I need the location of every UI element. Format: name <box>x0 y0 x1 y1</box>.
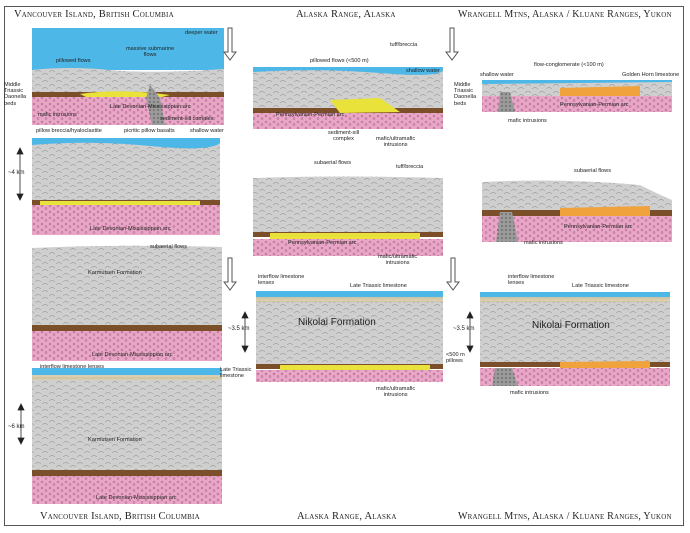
label-thickness-4km: ~4 km <box>8 170 25 176</box>
header-wrangell-top: Wrangell Mtns, Alaska / Kluane Ranges, Y… <box>458 9 672 20</box>
label-thickness-3-5km-wr: ~3.5 km <box>453 326 475 332</box>
progression-arrows <box>223 27 460 291</box>
label-mafic-intrusions-wr1: mafic intrusions <box>508 118 547 124</box>
alaska-panel-2 <box>253 176 443 256</box>
label-vi-arc-3: Late Devonian-Mississippian arc <box>92 352 173 358</box>
label-vi-arc-2: Late Devonian-Mississippian arc <box>90 226 171 232</box>
label-golden-horn: Golden Horn limestone <box>622 72 680 78</box>
vancouver-panel-3 <box>32 245 222 361</box>
label-pillowed-flows: pillowed flows <box>56 58 91 64</box>
label-picritic: picritic pillow basalts <box>124 128 175 134</box>
label-subaerial-flows-wr: subaerial flows <box>574 168 611 174</box>
label-mafic-intrusions-wr3: mafic intrusions <box>510 390 549 396</box>
label-late-triassic-vi: Late Triassic limestone <box>220 367 252 380</box>
label-shallow-water-ak: shallow water <box>406 68 440 74</box>
label-shallow-water-wr: shallow water <box>480 72 514 78</box>
figure-frame <box>4 6 684 526</box>
label-karmutsen-1: Karmutsen Formation <box>88 270 142 276</box>
wrangell-panel-3 <box>480 292 670 386</box>
label-vi-arc-4: Late Devonian-Mississippian arc <box>96 495 177 501</box>
label-subaerial-flows-vi: subaerial flows <box>150 244 187 250</box>
label-massive-submarine-flows: massive submarine flows <box>126 46 175 59</box>
label-late-triassic-ak: Late Triassic limestone <box>350 283 407 289</box>
wrangell-panel-1 <box>482 80 672 112</box>
header-alaska-bottom: Alaska Range, Alaska <box>297 511 397 522</box>
label-mafic-ultramafic-ak1: mafic/ultramafic intrusions <box>376 136 416 149</box>
header-wrangell-bottom: Wrangell Mtns, Alaska / Kluane Ranges, Y… <box>458 511 672 522</box>
header-alaska-top: Alaska Range, Alaska <box>296 9 396 20</box>
label-pillows-ak: <500 m pillows <box>446 352 465 365</box>
label-mafic-intrusions-wr2: mafic intrusions <box>524 240 563 246</box>
alaska-panel-1 <box>253 67 443 129</box>
label-interflow-limestone-vi: interflow limestone lenses <box>40 364 105 370</box>
vancouver-panel-1 <box>32 28 224 125</box>
wrangell-panel-2 <box>482 180 672 242</box>
vancouver-panel-4 <box>32 368 222 504</box>
label-tuff-breccia-ak1: tuff/breccia <box>390 42 418 48</box>
label-mafic-ultramafic-ak2: mafic/ultramafic intrusions <box>378 254 418 267</box>
label-deeper-water: deeper water <box>185 30 218 36</box>
label-pillow-breccia: pillow breccia/hyaloclastite <box>36 128 102 134</box>
label-tuff-breccia-ak2: tuff/breccia <box>396 164 424 170</box>
label-sediment-sill-ak: sediment-sill complex <box>328 130 360 143</box>
label-interflow-limestone-ak: interflow limestone lenses <box>258 274 305 287</box>
header-vancouver-bottom: Vancouver Island, British Columbia <box>40 511 200 522</box>
label-vi-arc-1: Late Devonian-Mississippian arc <box>110 104 191 110</box>
label-wr-arc-1: Pennsylvanian-Permian arc <box>560 102 629 108</box>
label-flow-conglomerate: flow-conglomerate (<100 m) <box>534 62 604 68</box>
header-vancouver-top: Vancouver Island, British Columbia <box>14 9 174 20</box>
label-shallow-water-vi: shallow water <box>190 128 224 134</box>
label-wr-arc-2: Pennsylvanian-Permian arc <box>564 224 633 230</box>
alaska-panel-3 <box>256 291 443 382</box>
label-thickness-3-5km-ak: ~3.5 km <box>228 326 250 332</box>
label-subaerial-flows-ak: subaerial flows <box>314 160 351 166</box>
label-middle-triassic-daonella: Middle Triassic Daonella beds <box>4 82 27 107</box>
label-mafic-ultramafic-ak3: mafic/ultramafic intrusions <box>376 386 416 399</box>
label-karmutsen-2: Karmutsen Formation <box>88 437 142 443</box>
label-nikolai-wr: Nikolai Formation <box>532 320 610 331</box>
label-mafic-intrusions: mafic intrusions <box>38 112 77 118</box>
label-late-triassic-wr: Late Triassic limestone <box>572 283 629 289</box>
label-sediment-sill: sediment-sill complex <box>160 116 214 122</box>
label-ak-arc-2: Pennsylvanian-Permian arc <box>288 240 357 246</box>
label-ak-arc-1: Pennsylvanian-Permian arc <box>276 112 345 118</box>
label-nikolai-ak: Nikolai Formation <box>298 317 376 328</box>
label-pillowed-flows-ak: pillowed flows (<500 m) <box>310 58 369 64</box>
vancouver-panel-2 <box>32 138 220 235</box>
thickness-arrows <box>16 147 474 445</box>
label-middle-triassic-daonella-wr: Middle Triassic Daonella beds <box>454 82 477 107</box>
label-thickness-6km: ~6 km <box>8 424 25 430</box>
label-interflow-limestone-wr: interflow limestone lenses <box>508 274 555 287</box>
